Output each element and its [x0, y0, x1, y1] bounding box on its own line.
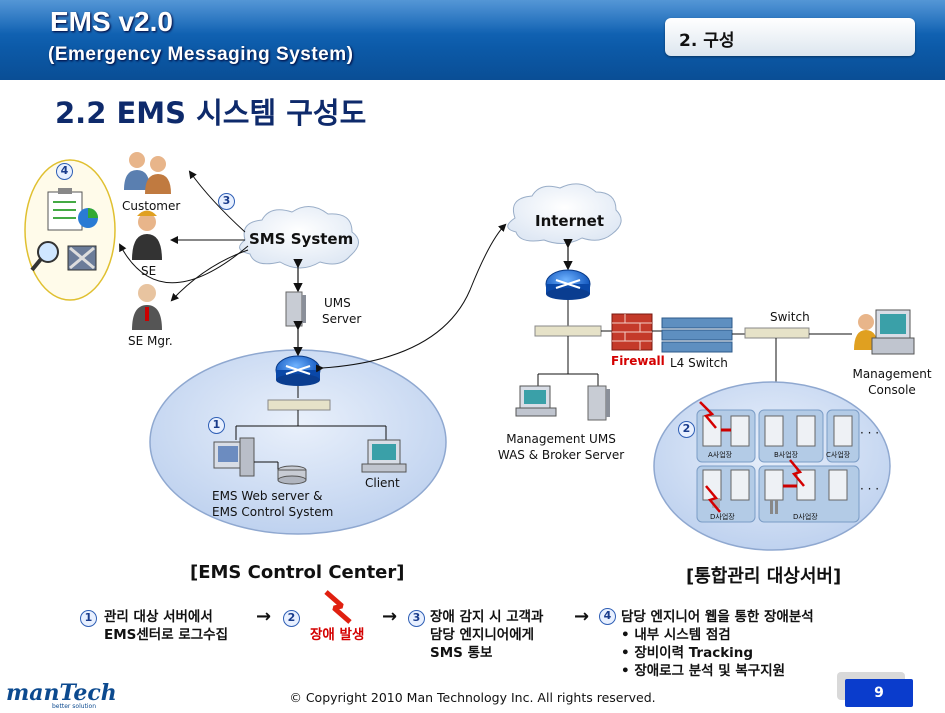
step-3-line-3: SMS 통보	[430, 645, 493, 661]
ums-server-icon	[285, 291, 306, 327]
hub-switch-icon	[267, 399, 331, 411]
ums-broker-server-icon	[587, 385, 610, 421]
mgmt-ums-label-1: Management UMS	[506, 432, 616, 446]
ems-web-server-icon	[213, 437, 307, 485]
firewall-icon	[611, 313, 653, 351]
l4-switch-icon	[661, 317, 733, 353]
step-1-text: 관리 대상 서버에서 EMS센터로 로그수집	[104, 608, 228, 644]
app-subtitle: (Emergency Messaging System)	[48, 44, 354, 65]
link-router-internet	[315, 223, 507, 373]
internet-label: Internet	[535, 212, 605, 230]
page-number: 9	[845, 679, 913, 707]
management-console-label-2: Console	[868, 383, 916, 397]
step-2-line-1: 장애 발생	[310, 627, 365, 643]
server-group-d1-label: D사업장	[710, 513, 735, 521]
switch-icon	[744, 327, 810, 339]
se-mgr-icon	[132, 284, 162, 330]
ems-web-server-label-1: EMS Web server &	[212, 489, 323, 503]
server-group-d1	[696, 465, 756, 523]
step-3-badge: 3	[408, 610, 425, 627]
step-arrow-3: →	[574, 606, 590, 627]
mantech-logo-tagline: better solution	[52, 703, 97, 710]
magnifier-icon	[30, 241, 59, 272]
se-mgr-label: SE Mgr.	[128, 334, 173, 348]
step-4-line-1: 담당 엔지니어 웹을 통한 장애분석	[621, 609, 814, 625]
step-1-badge: 1	[80, 610, 97, 627]
internet-router-icon	[545, 269, 591, 300]
section-tab[interactable]: 2. 구성	[665, 18, 915, 56]
arrow-sms-report	[119, 243, 249, 284]
server-group-a	[696, 401, 756, 463]
step-arrow-1: →	[256, 606, 272, 627]
step-3-line-2: 담당 엔지니어에게	[430, 627, 535, 643]
se-label: SE	[141, 264, 157, 278]
step-1-line-1: 관리 대상 서버에서	[104, 609, 213, 625]
se-icon	[132, 210, 162, 260]
customer-label: Customer	[122, 199, 181, 213]
tools-icon	[67, 245, 97, 271]
router-icon	[275, 355, 321, 386]
header-bar: EMS v2.0 (Emergency Messaging System) 2.…	[0, 0, 945, 80]
step-4-badge: 4	[599, 608, 616, 625]
control-center-title: [EMS Control Center]	[190, 562, 405, 583]
ums-server-label-1: UMS	[324, 296, 351, 310]
client-pc-icon	[361, 439, 407, 473]
ellipsis-bottom: · · ·	[860, 482, 880, 496]
app-title: EMS v2.0	[50, 6, 173, 37]
badge-1: 1	[208, 417, 225, 434]
step-3-line-1: 장애 감지 시 고객과	[430, 609, 544, 625]
report-clipboard-icon	[47, 188, 98, 231]
management-console-label-1: Management	[852, 367, 932, 381]
step-2-badge: 2	[283, 610, 300, 627]
step-4-line-3: • 장비이력 Tracking	[621, 645, 754, 661]
step-4-line-2: • 내부 시스템 점검	[621, 627, 731, 643]
arrow-sms-semgr	[170, 249, 249, 302]
step-1-line-2: EMS센터로 로그수집	[104, 627, 229, 643]
ums-server-label-2: Server	[322, 312, 362, 326]
step-arrow-2: →	[382, 606, 398, 627]
server-group-d2	[758, 459, 860, 523]
step-4-line-4: • 장애로그 분석 및 복구지원	[621, 663, 786, 679]
l4-switch-label: L4 Switch	[670, 356, 728, 370]
server-group-a-label: A사업장	[708, 451, 733, 459]
badge-4: 4	[56, 163, 73, 180]
arrow-sms-customer	[188, 170, 246, 233]
client-label: Client	[365, 476, 400, 490]
managed-servers-title: [통합관리 대상서버]	[686, 566, 842, 587]
step-3-text: 장애 감지 시 고객과 담당 엔지니어에게 SMS 통보	[430, 608, 543, 662]
firewall-label: Firewall	[611, 354, 665, 368]
internet-cloud	[507, 183, 622, 244]
switch-label: Switch	[770, 310, 810, 324]
dmz-hub-icon	[534, 325, 602, 337]
sms-system-label: SMS System	[249, 230, 354, 248]
page-title: 2.2 EMS 시스템 구성도	[55, 96, 367, 130]
management-was-icon	[515, 385, 557, 417]
badge-2: 2	[678, 421, 695, 438]
server-group-b	[758, 409, 824, 463]
mgmt-ums-label-2: WAS & Broker Server	[497, 448, 625, 462]
ems-web-server-label-2: EMS Control System	[212, 505, 334, 519]
server-group-b-label: B사업장	[774, 451, 799, 459]
ellipsis-top: · · ·	[860, 426, 880, 440]
server-group-c-label: C사업장	[826, 451, 851, 459]
customer-icon	[124, 152, 171, 194]
copyright-text: © Copyright 2010 Man Technology Inc. All…	[289, 690, 656, 705]
step-2-text: 장애 발생	[310, 626, 364, 644]
alert-bolt-icon	[324, 590, 352, 624]
step-4-text: 담당 엔지니어 웹을 통한 장애분석 • 내부 시스템 점검 • 장비이력 Tr…	[621, 608, 814, 680]
server-group-c	[826, 409, 860, 463]
management-console-icon	[854, 309, 915, 355]
badge-3: 3	[218, 193, 235, 210]
server-group-d2-label: D사업장	[793, 513, 818, 521]
mantech-logo: manTech	[6, 680, 117, 706]
